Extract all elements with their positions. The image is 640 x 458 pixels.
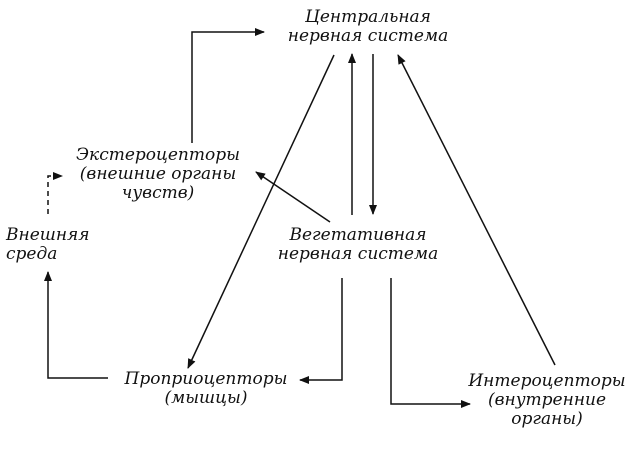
arrow-veg-to-extero [255, 171, 331, 223]
arrow-veg-to-proprio [299, 278, 343, 384]
node-proprio: Проприоцепторы (мышцы) [106, 370, 306, 408]
node-cns-line2: нервная система [287, 26, 449, 46]
node-cns: Центральная нервная система [268, 8, 468, 46]
node-intero-line1: Интероцепторы [468, 371, 626, 391]
arrow-extero-to-cns [191, 28, 265, 143]
node-extero: Экстероцепторы (внешние органы чувств) [58, 146, 258, 203]
node-proprio-line2: (мышцы) [164, 388, 248, 408]
arrow-cns-to-proprio [187, 54, 335, 369]
arrow-intero-to-cns [397, 54, 556, 366]
node-veg-line1: Вегетативная [289, 225, 427, 245]
node-intero-line3: органы) [511, 409, 583, 429]
node-veg-line2: нервная система [277, 244, 439, 264]
node-env: Внешняя среда [6, 226, 90, 264]
node-extero-line2: (внешние органы [79, 164, 237, 184]
node-env-line1: Внешняя [6, 225, 90, 245]
node-cns-line1: Центральная [305, 7, 431, 27]
node-intero: Интероцепторы (внутренние органы) [452, 372, 640, 429]
node-veg: Вегетативная нервная система [258, 226, 458, 264]
arrow-veg-to-intero [390, 278, 471, 408]
node-env-line2: среда [6, 244, 58, 264]
node-proprio-line1: Проприоцепторы [124, 369, 288, 389]
arrow-proprio-to-env [44, 271, 108, 379]
node-intero-line2: (внутренние [487, 390, 607, 410]
node-extero-line3: чувств) [121, 183, 195, 203]
arrow-env-to-extero [47, 172, 63, 214]
node-extero-line1: Экстероцепторы [76, 145, 240, 165]
